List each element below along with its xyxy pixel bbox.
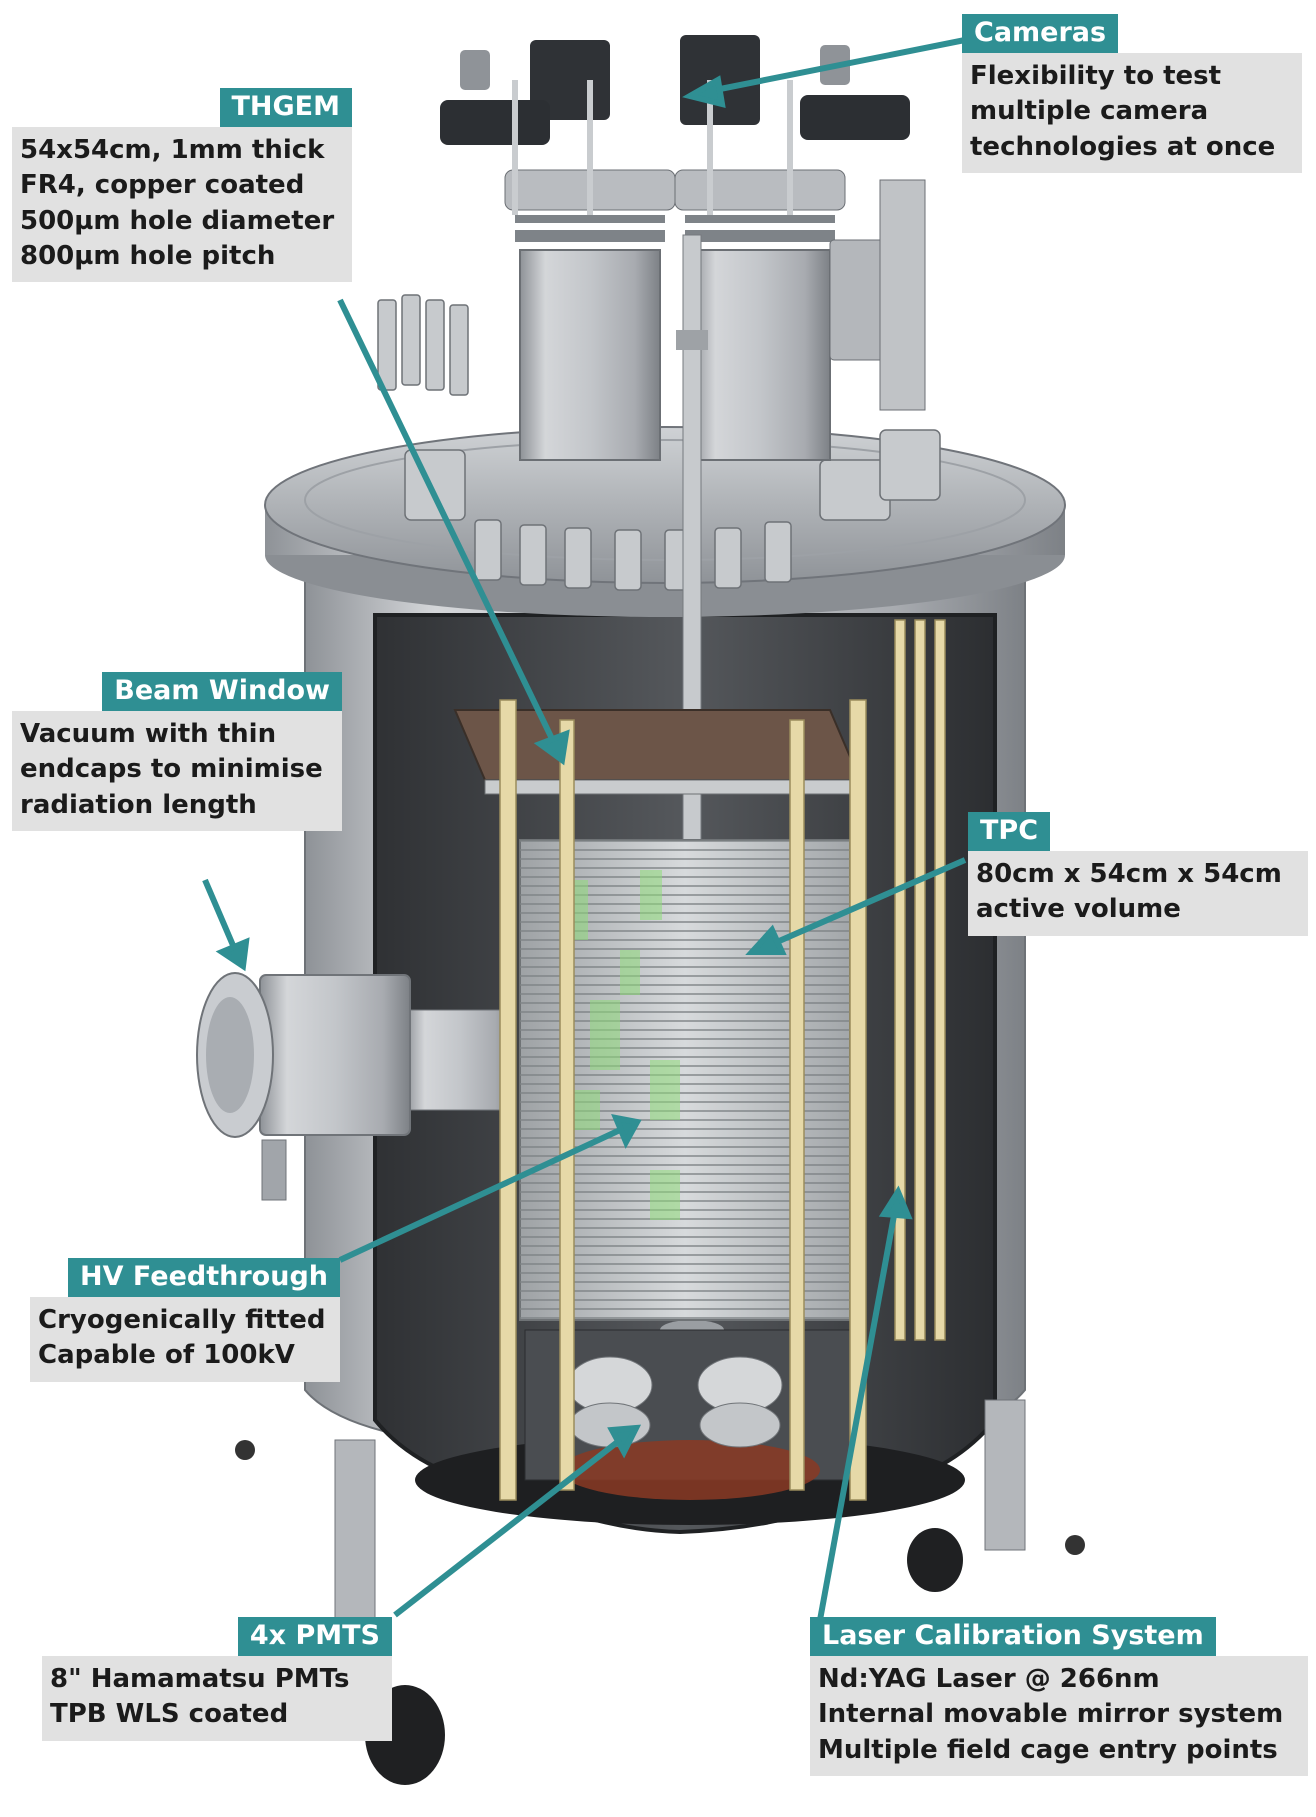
arrowhead-laser — [878, 1185, 913, 1220]
beam-window-description: Vacuum with thin endcaps to minimise rad… — [12, 711, 342, 832]
tpc-line-1: 80cm x 54cm x 54cm — [976, 859, 1282, 890]
leader-cameras — [704, 35, 976, 95]
hv-feedthrough-line-1: Cryogenically fitted — [38, 1305, 326, 1336]
beam-window-line-3: radiation length — [20, 789, 257, 820]
thgem-line-3: 500µm hole diameter — [20, 205, 335, 236]
leader-thgem — [337, 298, 558, 747]
laser-title: Laser Calibration System — [810, 1617, 1216, 1657]
pmts-title: 4x PMTS — [237, 1617, 392, 1657]
hv-feedthrough-title: HV Feedthrough — [68, 1258, 340, 1298]
cameras-callout: Cameras Flexibility to test multiple cam… — [962, 14, 1302, 174]
thgem-line-4: 800µm hole pitch — [20, 241, 276, 272]
laser-line-2: Internal movable mirror system — [818, 1699, 1284, 1730]
beam-window-line-2: endcaps to minimise — [20, 754, 323, 785]
beam-window-flange — [196, 972, 516, 1201]
tpc-description: 80cm x 54cm x 54cm active volume — [968, 851, 1308, 936]
pmts-line-2: TPB WLS coated — [50, 1699, 289, 1730]
thgem-description: 54x54cm, 1mm thick FR4, copper coated 50… — [12, 127, 352, 283]
hv-feedthrough-line-2: Capable of 100kV — [38, 1340, 295, 1371]
beam-window-line-1: Vacuum with thin — [20, 719, 277, 750]
tpc-title: TPC — [968, 812, 1051, 852]
cameras-title: Cameras — [962, 14, 1119, 54]
support-rods — [499, 619, 946, 1501]
laser-callout: Laser Calibration System Nd:YAG Laser @ … — [810, 1617, 1308, 1777]
beam-window-callout: Beam Window Vacuum with thin endcaps to … — [12, 672, 342, 832]
lid-ports — [377, 294, 941, 591]
thgem-title: THGEM — [219, 88, 352, 128]
thgem-line-1: 54x54cm, 1mm thick — [20, 135, 325, 166]
arrowhead-tpc — [745, 924, 787, 955]
laser-description: Nd:YAG Laser @ 266nm Internal movable mi… — [810, 1656, 1308, 1777]
arrowhead-thgem — [533, 729, 570, 766]
beam-window-title: Beam Window — [102, 672, 342, 712]
hv-feedthrough-description: Cryogenically fitted Capable of 100kV — [30, 1297, 340, 1382]
arrowhead-pmts — [607, 1424, 642, 1459]
leader-laser — [817, 1209, 898, 1621]
arrowhead-hv — [611, 1114, 642, 1149]
leader-hv — [338, 1127, 622, 1263]
leader-pmts — [393, 1437, 622, 1618]
tpc-callout: TPC 80cm x 54cm x 54cm active volume — [968, 812, 1308, 936]
cameras-line-2: multiple camera — [970, 96, 1209, 127]
thgem-line-2: FR4, copper coated — [20, 170, 305, 201]
leader-tpc — [768, 857, 967, 948]
cameras-description: Flexibility to test multiple camera tech… — [962, 53, 1302, 174]
arrowhead-cameras — [682, 75, 726, 109]
leader-lines — [202, 35, 976, 1621]
leader-beam-window — [202, 878, 238, 952]
hv-feedthrough-callout: HV Feedthrough Cryogenically fitted Capa… — [30, 1258, 340, 1382]
laser-line-1: Nd:YAG Laser @ 266nm — [818, 1664, 1160, 1695]
cameras-line-3: technologies at once — [970, 131, 1276, 162]
pmts-line-1: 8" Hamamatsu PMTs — [50, 1664, 350, 1695]
thgem-callout: THGEM 54x54cm, 1mm thick FR4, copper coa… — [12, 88, 352, 283]
laser-line-3: Multiple field cage entry points — [818, 1734, 1278, 1765]
arrowhead-beam-window — [215, 937, 250, 972]
cameras-line-1: Flexibility to test — [970, 61, 1222, 92]
casters — [235, 1399, 1085, 1785]
pmts-callout: 4x PMTS 8" Hamamatsu PMTs TPB WLS coated — [42, 1617, 392, 1741]
tpc-line-2: active volume — [976, 894, 1181, 925]
pmts-description: 8" Hamamatsu PMTs TPB WLS coated — [42, 1656, 392, 1741]
